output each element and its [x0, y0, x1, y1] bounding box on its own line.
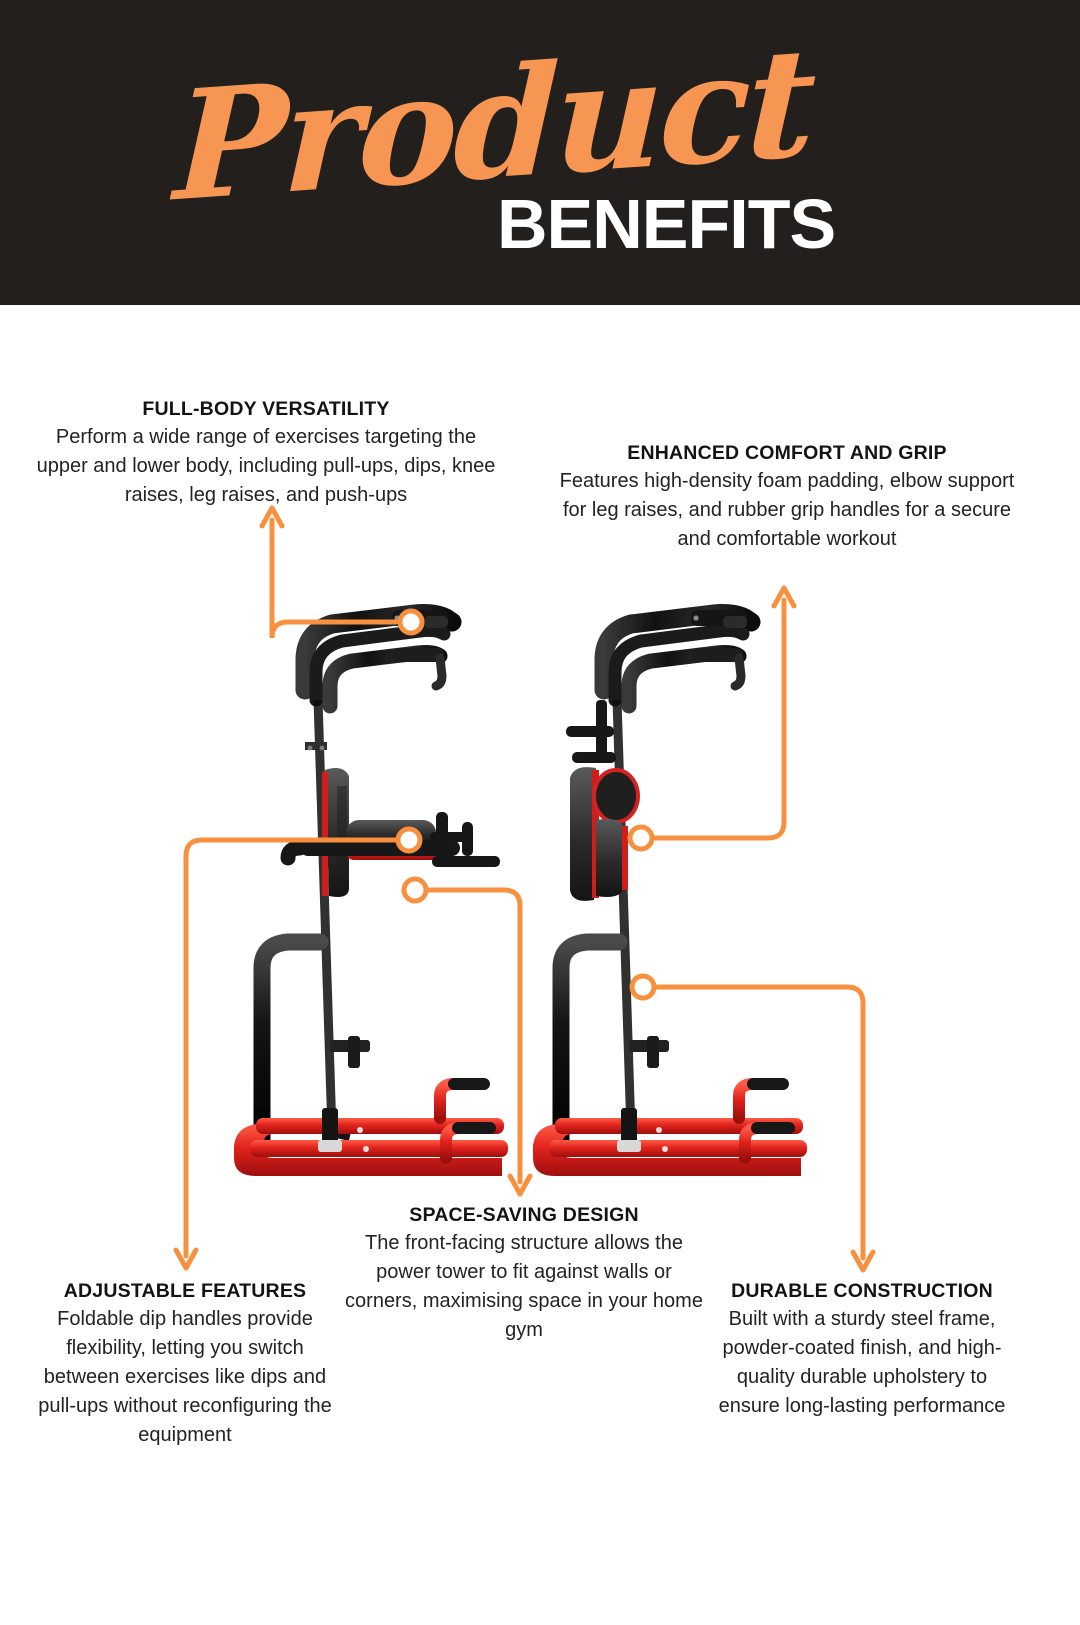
callout-title: ENHANCED COMFORT AND GRIP	[627, 442, 947, 464]
callout-body: Built with a sturdy steel frame, powder-…	[718, 1308, 1006, 1418]
callout-enhanced-comfort-and-grip: ENHANCED COMFORT AND GRIP Features high-…	[552, 440, 1022, 554]
page-title-bold: BENEFITS	[497, 185, 836, 263]
callout-title: SPACE-SAVING DESIGN	[409, 1204, 639, 1226]
callout-space-saving-design: SPACE-SAVING DESIGN The front-facing str…	[345, 1202, 703, 1345]
callout-full-body-versatility: FULL-BODY VERSATILITY Perform a wide ran…	[30, 396, 502, 510]
callout-body: Features high-density foam padding, elbo…	[559, 470, 1015, 551]
product-unit-left	[234, 604, 508, 1176]
header-banner: Product BENEFITS	[0, 0, 1080, 305]
callout-body: Perform a wide range of exercises target…	[36, 426, 496, 507]
callout-title: ADJUSTABLE FEATURES	[63, 1280, 307, 1302]
callout-title: DURABLE CONSTRUCTION	[731, 1280, 993, 1302]
callout-body: The front-facing structure allows the po…	[345, 1232, 703, 1342]
callout-adjustable-features: ADJUSTABLE FEATURES Foldable dip handles…	[38, 1278, 332, 1450]
callout-title: FULL-BODY VERSATILITY	[142, 398, 390, 420]
product-unit-right	[533, 604, 807, 1176]
header-title-group: Product BENEFITS	[0, 0, 1080, 305]
callout-durable-construction: DURABLE CONSTRUCTION Built with a sturdy…	[712, 1278, 1012, 1421]
callout-body: Foldable dip handles provide flexibility…	[38, 1308, 332, 1447]
